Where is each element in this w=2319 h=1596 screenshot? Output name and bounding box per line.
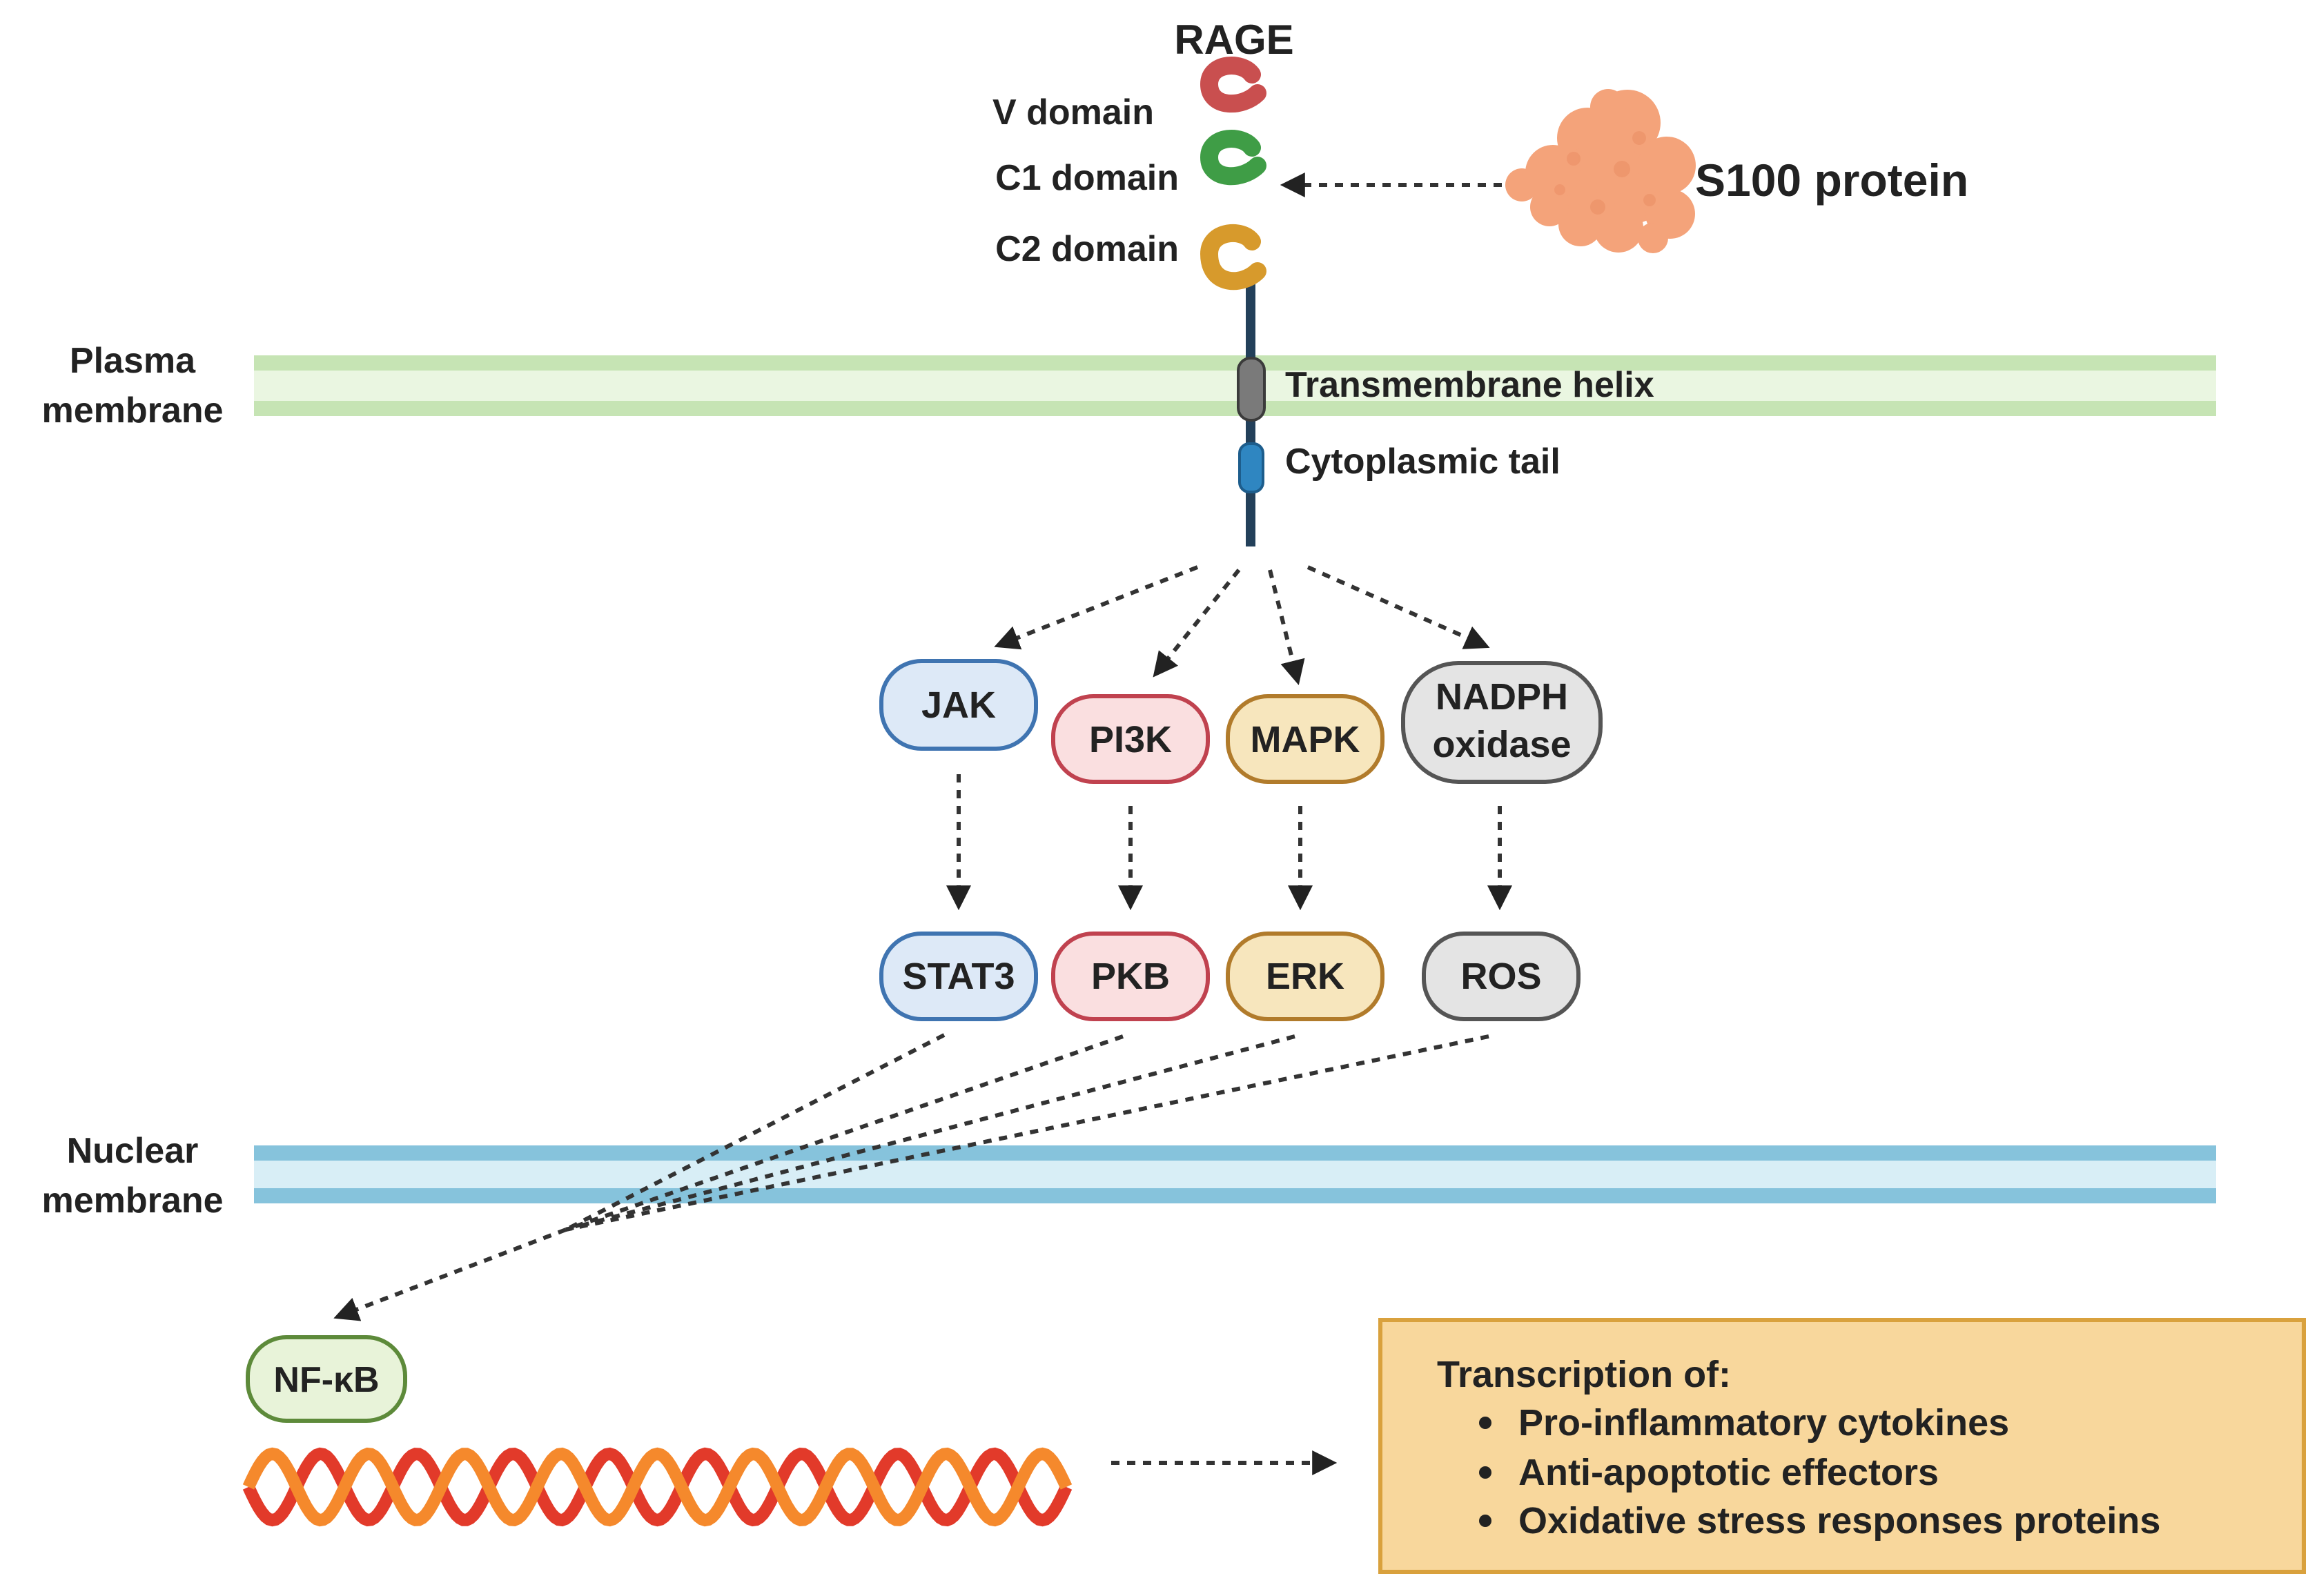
stat3-node: STAT3 (879, 932, 1038, 1021)
dna-strand-2 (242, 1447, 1073, 1527)
mapk-label: MAPK (1251, 719, 1360, 760)
plasma-membrane (254, 355, 2216, 416)
erk-label: ERK (1266, 956, 1344, 997)
ros-node: ROS (1422, 932, 1581, 1021)
dna-helix-icon (242, 1447, 1073, 1527)
c2-domain-label: C2 domain (995, 229, 1179, 269)
arrow-tail-to-pi3k (1153, 569, 1241, 678)
arrow-stat3-to-nfkb (565, 1033, 946, 1232)
arrow-ros-to-nfkb (565, 1034, 1489, 1232)
arrow-tail-to-jak (994, 565, 1199, 650)
c1-domain-shape (1200, 130, 1266, 186)
nadph-label-line2: oxidase (1432, 724, 1571, 765)
erk-node: ERK (1226, 932, 1384, 1021)
dna-strand-1 (242, 1447, 1073, 1527)
ros-label: ROS (1460, 956, 1541, 997)
outcome-item-3: Oxidative stress responses proteins (1518, 1500, 2160, 1541)
nuclear-membrane-inner-layer (254, 1188, 2216, 1203)
s100-protein-icon (1505, 89, 1696, 253)
plasma-membrane-label-line2: membrane (42, 391, 224, 431)
transcription-outcome-box: Transcription of: Pro-inflammatory cytok… (1378, 1318, 2306, 1574)
bullet-2 (1479, 1466, 1491, 1479)
arrow-pkb-to-nfkb (565, 1034, 1124, 1232)
transmembrane-helix-shape (1237, 357, 1266, 422)
pkb-label: PKB (1091, 956, 1170, 997)
plasma-membrane-inner-layer (254, 401, 2216, 416)
s100-protein-label: S100 protein (1695, 155, 1968, 206)
nuclear-membrane (254, 1145, 2216, 1203)
arrow-tail-to-nadph (1307, 565, 1490, 649)
outcome-item-1: Pro-inflammatory cytokines (1518, 1402, 2009, 1444)
c2-domain-shape (1200, 224, 1266, 290)
rage-title: RAGE (1174, 17, 1293, 63)
v-domain-label: V domain (992, 92, 1154, 132)
nuclear-membrane-label-line2: membrane (42, 1181, 224, 1221)
arrow-tail-to-mapk (1268, 569, 1305, 685)
pi3k-label: PI3K (1089, 719, 1172, 760)
v-domain-shape (1200, 57, 1266, 113)
bullet-1 (1479, 1417, 1491, 1429)
cytoplasmic-tail-label: Cytoplasmic tail (1285, 442, 1560, 482)
plasma-membrane-outer-layer (254, 355, 2216, 371)
pi3k-node: PI3K (1051, 694, 1210, 784)
nadph-label-line1: NADPH (1436, 676, 1568, 718)
plasma-membrane-label-line1: Plasma (70, 341, 196, 381)
nfkb-label: NF-κB (273, 1360, 379, 1400)
s100-protein-texture (1554, 131, 1656, 215)
transmembrane-helix-label: Transmembrane helix (1285, 365, 1654, 405)
nfkb-node: NF-κB (246, 1335, 407, 1423)
pkb-node: PKB (1051, 932, 1210, 1021)
cytoplasmic-tail-shape (1238, 442, 1264, 493)
outcome-item-2: Anti-apoptotic effectors (1518, 1452, 1939, 1493)
bullet-3 (1479, 1515, 1491, 1527)
nuclear-membrane-label-line1: Nuclear (67, 1131, 199, 1171)
c1-domain-label: C1 domain (995, 158, 1179, 198)
stat3-label: STAT3 (902, 956, 1015, 997)
mapk-node: MAPK (1226, 694, 1384, 784)
transcription-title: Transcription of: (1437, 1354, 1731, 1395)
jak-node: JAK (879, 659, 1038, 751)
arrow-into-nfkb (333, 1228, 567, 1321)
jak-label: JAK (921, 684, 996, 726)
nuclear-membrane-outer-layer (254, 1145, 2216, 1161)
nadph-oxidase-node: NADPH oxidase (1401, 661, 1603, 784)
